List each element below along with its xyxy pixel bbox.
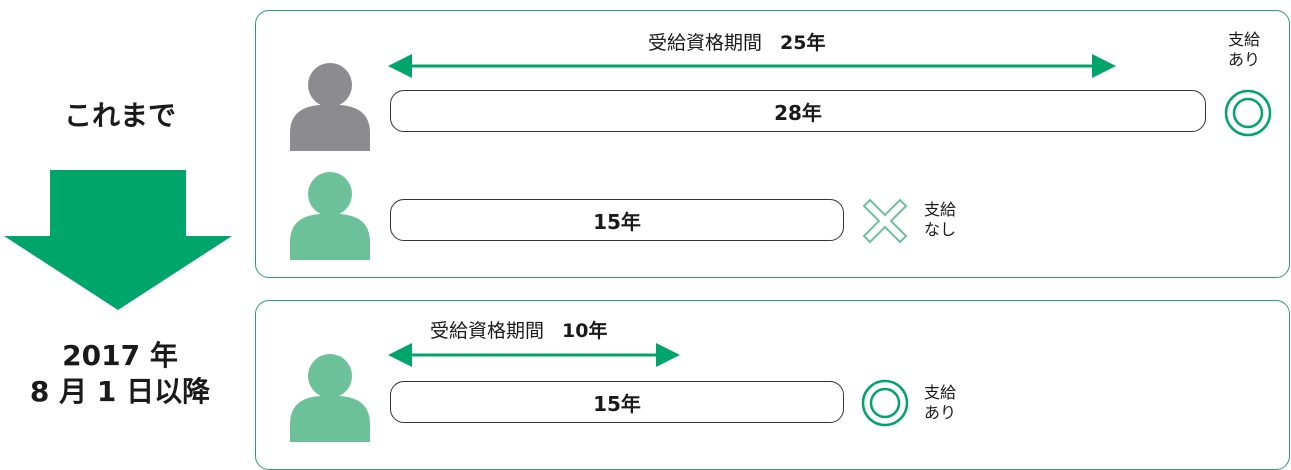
- circle-icon: [861, 379, 909, 427]
- bottom-bar: 15年: [390, 381, 844, 423]
- bottom-period-text: 受給資格期間: [430, 320, 545, 342]
- bottom-period-arrow: [388, 343, 680, 367]
- top-period-label: 受給資格期間 25年: [648, 28, 825, 55]
- top-bar-1-label: 28年: [774, 100, 822, 125]
- top-status-1-line1: 支給: [1227, 30, 1260, 49]
- person-green-icon: [290, 172, 370, 260]
- bottom-status: 支給 あり: [918, 383, 962, 423]
- top-period-arrow: [388, 54, 1116, 78]
- down-arrow-icon: [4, 170, 232, 310]
- circle-icon: [1224, 89, 1272, 137]
- bottom-period-value: 10年: [562, 320, 608, 342]
- before-label: これまで: [63, 99, 176, 132]
- top-period-value: 25年: [780, 32, 826, 54]
- top-status-2-line2: なし: [923, 220, 956, 239]
- person-green-icon: [290, 354, 370, 442]
- bottom-status-line2: あり: [923, 403, 956, 422]
- bottom-period-label: 受給資格期間 10年: [430, 316, 607, 343]
- after-label-line2: 8 月 1 日以降: [29, 375, 211, 408]
- top-status-1-line2: あり: [1227, 50, 1260, 69]
- cross-icon: [862, 198, 908, 244]
- bottom-bar-label: 15年: [593, 391, 641, 416]
- top-bar-2-label: 15年: [593, 209, 641, 234]
- after-label: 2017 年 8 月 1 日以降: [0, 338, 240, 410]
- top-status-2-line1: 支給: [923, 200, 956, 219]
- bottom-status-line1: 支給: [923, 383, 956, 402]
- person-gray-icon: [290, 63, 370, 151]
- top-status-1: 支給 あり: [1222, 30, 1266, 70]
- top-period-text: 受給資格期間: [648, 32, 763, 54]
- top-status-2: 支給 なし: [918, 200, 962, 240]
- top-bar-2: 15年: [390, 199, 844, 241]
- top-bar-1: 28年: [390, 90, 1206, 132]
- after-label-line1: 2017 年: [62, 339, 178, 372]
